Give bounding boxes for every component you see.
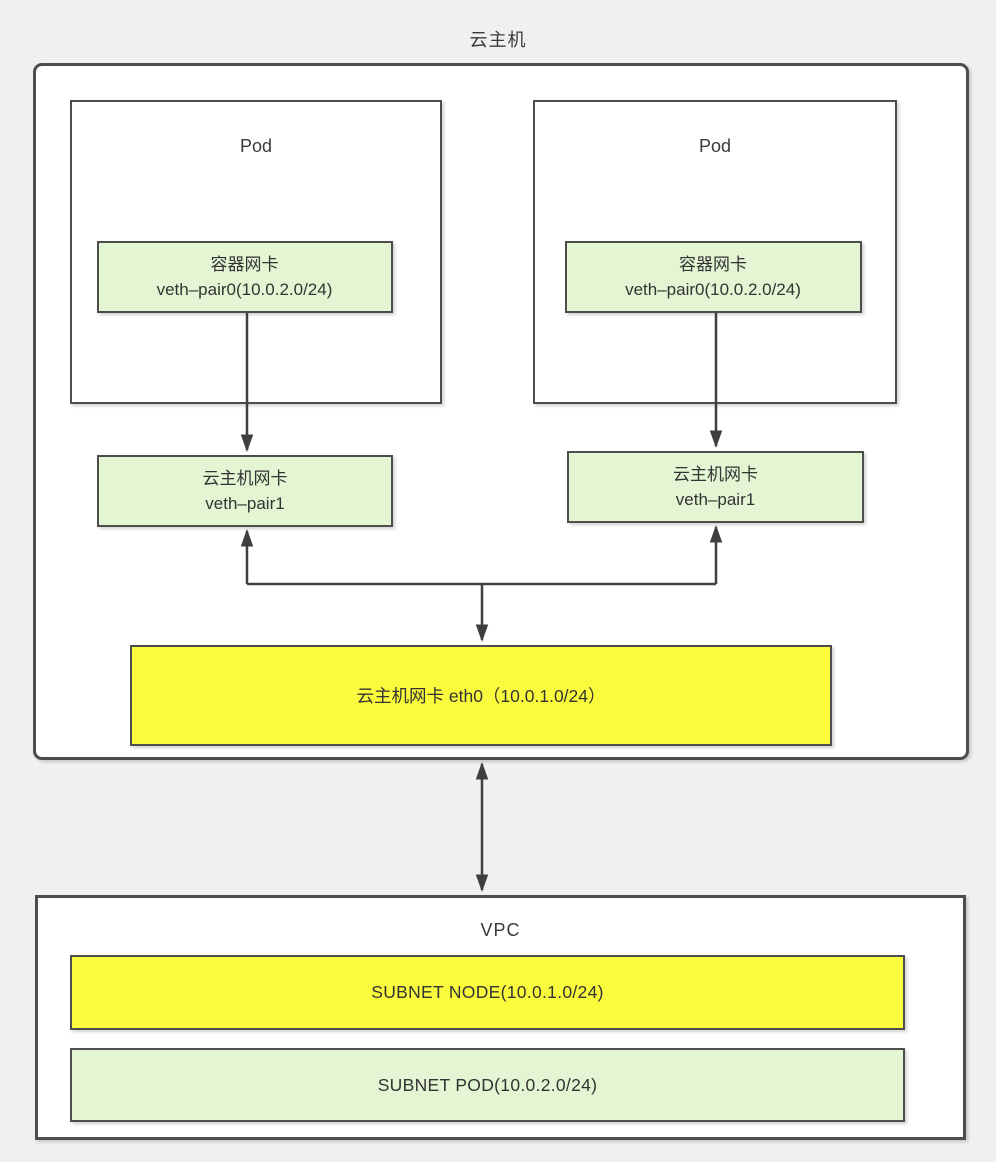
- pod-box-right: Pod 容器网卡 veth–pair0(10.0.2.0/24): [533, 100, 897, 404]
- host-nic-detail: veth–pair1: [675, 490, 756, 509]
- container-nic-left: 容器网卡 veth–pair0(10.0.2.0/24): [96, 240, 393, 313]
- host-eth0-box: 云主机网卡 eth0（10.0.1.0/24）: [130, 645, 832, 746]
- container-nic-right: 容器网卡 veth–pair0(10.0.2.0/24): [564, 240, 862, 313]
- vpc-box: VPC SUBNET NODE(10.0.1.0/24) SUBNET POD(…: [35, 895, 966, 1140]
- host-eth0-label: 云主机网卡 eth0（10.0.1.0/24）: [356, 686, 606, 706]
- subnet-node-bar: SUBNET NODE(10.0.1.0/24): [70, 955, 905, 1030]
- cloud-host-title: 云主机: [469, 30, 527, 50]
- subnet-node-label: SUBNET NODE(10.0.1.0/24): [371, 982, 604, 1002]
- pod-label: Pod: [239, 136, 273, 156]
- cloud-host-box: Pod 容器网卡 veth–pair0(10.0.2.0/24) Pod 容器网…: [33, 63, 969, 760]
- subnet-pod-label: SUBNET POD(10.0.2.0/24): [377, 1074, 598, 1095]
- host-nic-detail: veth–pair1: [205, 494, 285, 513]
- pod-label: Pod: [698, 136, 732, 156]
- subnet-pod-bar: SUBNET POD(10.0.2.0/24): [70, 1048, 905, 1122]
- host-nic-name: 云主机网卡: [202, 469, 288, 488]
- container-nic-detail: veth–pair0(10.0.2.0/24): [156, 279, 333, 299]
- container-nic-name: 容器网卡: [679, 254, 747, 274]
- container-nic-name: 容器网卡: [210, 254, 279, 274]
- pod-box-left: Pod 容器网卡 veth–pair0(10.0.2.0/24): [70, 100, 442, 404]
- host-nic-name: 云主机网卡: [673, 465, 758, 484]
- host-nic-right: 云主机网卡 veth–pair1: [567, 451, 864, 523]
- vpc-title: VPC: [480, 920, 521, 940]
- container-nic-detail: veth–pair0(10.0.2.0/24): [625, 279, 801, 299]
- host-nic-left: 云主机网卡 veth–pair1: [97, 455, 393, 527]
